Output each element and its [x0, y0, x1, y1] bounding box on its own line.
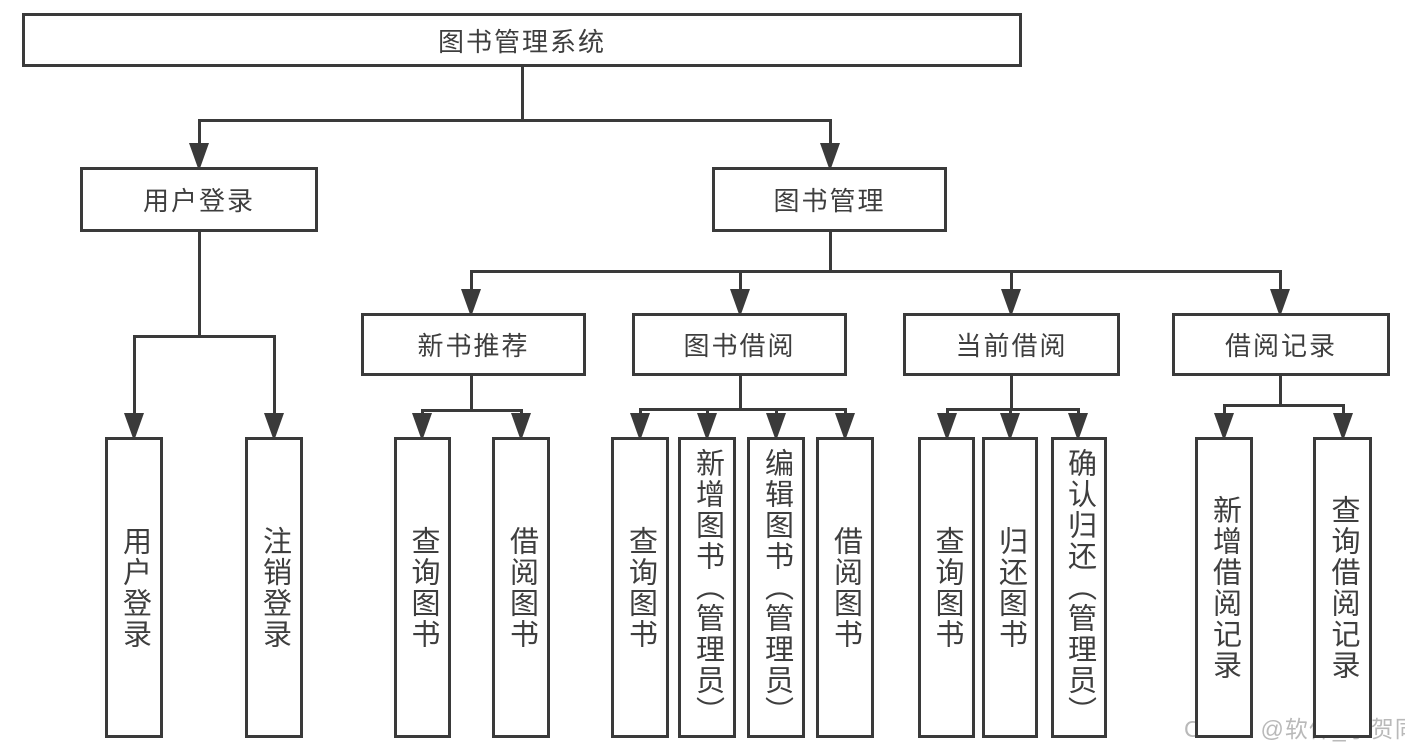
arrow-down-icon — [820, 143, 840, 171]
arrow-down-icon — [1001, 289, 1021, 317]
connector-line — [828, 120, 832, 144]
connector-line — [520, 67, 524, 120]
node-label-bb-query-book: 查询图书 — [624, 525, 657, 650]
node-bb-edit-book: 编辑图书（管理员） — [747, 437, 805, 738]
arrow-down-icon — [412, 413, 432, 441]
node-label-bb-edit-book: 编辑图书（管理员） — [760, 448, 793, 727]
connector-line — [1222, 403, 1345, 407]
connector-line — [420, 410, 424, 414]
arrow-down-icon — [264, 413, 284, 441]
arrow-down-icon — [511, 413, 531, 441]
node-label-cb-query-book: 查询图书 — [931, 525, 963, 650]
node-label-br-query-record: 查询借阅记录 — [1327, 494, 1359, 681]
connector-line — [1341, 405, 1345, 414]
arrow-down-icon — [835, 413, 855, 441]
node-cb-confirm-return: 确认归还（管理员） — [1051, 437, 1107, 738]
node-new-book-recommend: 新书推荐 — [361, 313, 586, 376]
arrow-down-icon — [1214, 413, 1234, 441]
connector-line — [945, 409, 949, 414]
connector-line — [1222, 405, 1226, 414]
connector-line — [945, 407, 1080, 411]
node-borrow-records: 借阅记录 — [1172, 313, 1390, 376]
node-br-query-record: 查询借阅记录 — [1313, 437, 1372, 738]
arrow-down-icon — [630, 413, 650, 441]
arrow-down-icon — [1270, 289, 1290, 317]
node-nb-query-book: 查询图书 — [394, 437, 451, 738]
node-user-login: 用户登录 — [80, 167, 318, 232]
node-label-logout: 注销登录 — [258, 525, 291, 650]
node-book-borrowing: 图书借阅 — [632, 313, 847, 376]
arrow-down-icon — [937, 413, 957, 441]
connector-line — [197, 118, 832, 122]
connector-line — [132, 336, 136, 414]
arrow-down-icon — [697, 413, 717, 441]
arrow-down-icon — [766, 413, 786, 441]
node-label-login: 用户登录 — [118, 525, 151, 650]
node-login: 用户登录 — [105, 437, 163, 738]
node-label-br-add-record: 新增借阅记录 — [1208, 494, 1241, 681]
node-label-new-book-recommend: 新书推荐 — [417, 331, 530, 361]
connector-line — [1009, 376, 1013, 409]
node-cb-return-book: 归还图书 — [982, 437, 1038, 738]
arrow-down-icon — [189, 143, 209, 171]
connector-line — [738, 271, 742, 289]
node-bb-query-book: 查询图书 — [611, 437, 669, 738]
connector-line — [774, 409, 778, 414]
connector-line — [638, 407, 847, 411]
connector-line — [272, 336, 276, 414]
connector-line — [1076, 409, 1080, 414]
node-label-user-login: 用户登录 — [142, 186, 255, 216]
node-logout: 注销登录 — [245, 437, 303, 738]
connector-line — [197, 120, 201, 144]
node-label-cb-return-book: 归还图书 — [994, 525, 1027, 650]
connector-line — [420, 408, 523, 412]
arrow-down-icon — [730, 289, 750, 317]
connector-line — [638, 409, 642, 414]
connector-line — [469, 271, 473, 289]
node-label-nb-query-book: 查询图书 — [407, 525, 439, 650]
connector-line — [738, 376, 742, 409]
node-br-add-record: 新增借阅记录 — [1195, 437, 1253, 738]
node-nb-borrow-book: 借阅图书 — [492, 437, 550, 738]
connector-line — [828, 232, 832, 271]
connector-line — [469, 269, 1282, 273]
node-label-cb-confirm-return: 确认归还（管理员） — [1063, 448, 1096, 727]
arrow-down-icon — [1333, 413, 1353, 441]
connector-line — [1009, 271, 1013, 289]
node-label-book-management: 图书管理 — [773, 186, 886, 216]
node-label-borrow-records: 借阅记录 — [1224, 331, 1337, 361]
connector-line — [1008, 409, 1012, 414]
node-label-bb-add-book: 新增图书（管理员） — [691, 448, 724, 727]
arrow-down-icon — [124, 413, 144, 441]
connector-line — [1278, 271, 1282, 289]
connector-line — [469, 376, 473, 410]
arrow-down-icon — [1000, 413, 1020, 441]
connector-line — [1278, 376, 1282, 405]
node-label-current-borrowing: 当前借阅 — [955, 331, 1068, 361]
connector-line — [197, 232, 201, 336]
arrow-down-icon — [461, 289, 481, 317]
node-bb-borrow-book: 借阅图书 — [816, 437, 874, 738]
connector-line — [843, 409, 847, 414]
node-label-book-borrowing: 图书借阅 — [683, 331, 796, 361]
node-root: 图书管理系统 — [22, 13, 1022, 67]
node-label-bb-borrow-book: 借阅图书 — [829, 525, 862, 650]
node-label-nb-borrow-book: 借阅图书 — [505, 525, 538, 650]
node-book-management: 图书管理 — [712, 167, 947, 232]
node-bb-add-book: 新增图书（管理员） — [678, 437, 736, 738]
node-label-root: 图书管理系统 — [437, 26, 606, 57]
arrow-down-icon — [1068, 413, 1088, 441]
node-current-borrowing: 当前借阅 — [903, 313, 1120, 376]
node-cb-query-book: 查询图书 — [918, 437, 975, 738]
connector-line — [519, 410, 523, 414]
connector-line — [132, 334, 276, 338]
connector-line — [705, 409, 709, 414]
